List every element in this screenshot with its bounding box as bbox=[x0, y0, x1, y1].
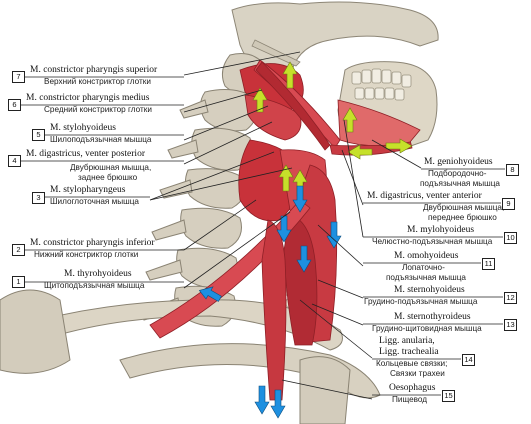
label-ru2-geniohyoideus: подъязычная мышца bbox=[420, 179, 500, 188]
label-latin-constrictor-inferior: M. constrictor pharyngis inferior bbox=[30, 238, 155, 248]
label-number-2: 2 bbox=[12, 244, 25, 256]
label-latin-constrictor-medius: M. constrictor pharyngis medius bbox=[26, 93, 150, 103]
label-number-6: 6 bbox=[8, 99, 21, 111]
teeth bbox=[351, 68, 412, 101]
label-number-5: 5 bbox=[32, 129, 45, 141]
downward-arrows bbox=[198, 185, 342, 419]
sternum bbox=[299, 356, 351, 424]
label-latin-oesophagus: Oesophagus bbox=[389, 383, 436, 393]
label-ru2-omohyoideus: подъязычная мышца bbox=[386, 273, 466, 282]
label-ru-constrictor-medius: Средний констриктор глотки bbox=[44, 105, 152, 114]
label-ru-omohyoideus: Лопаточно- bbox=[402, 263, 445, 272]
label-latin-ligg-trachealia: Ligg. trachealia bbox=[379, 347, 439, 357]
label-ru-mylohyoideus: Челюстно-подъязычная мышца bbox=[372, 237, 493, 246]
label-ru-sternohyoideus: Грудино-подъязычная мышца bbox=[364, 297, 478, 306]
label-ru-sternothyroideus: Грудино-щитовидная мышца bbox=[372, 324, 482, 333]
muscle-sternothyroid bbox=[283, 214, 318, 346]
label-ru2-digastric-posterior: заднее брюшко bbox=[78, 173, 138, 182]
label-ru2-ligg-trachealia: Связки трахеи bbox=[390, 369, 445, 378]
label-number-7: 7 bbox=[12, 71, 25, 83]
label-number-1: 1 bbox=[12, 276, 25, 288]
muscle-oesophagus bbox=[261, 219, 287, 401]
label-ru-stylopharyngeus: Шилоглоточная мышца bbox=[50, 197, 139, 206]
label-ru-thyrohyoideus: Щитоподъязычная мышца bbox=[44, 281, 145, 290]
label-ru-digastric-posterior: Двубрюшная мышца, bbox=[70, 163, 152, 172]
label-latin-mylohyoideus: M. mylohyoideus bbox=[407, 225, 475, 235]
label-number-9: 9 bbox=[502, 198, 515, 210]
label-number-12: 12 bbox=[504, 292, 517, 304]
label-latin-constrictor-superior: M. constrictor pharyngis superior bbox=[30, 65, 158, 75]
upward-arrows bbox=[252, 61, 413, 197]
label-latin-sternohyoideus: M. sternohyoideus bbox=[394, 285, 465, 295]
label-number-3: 3 bbox=[32, 192, 45, 204]
label-latin-omohyoideus: M. omohyoideus bbox=[394, 251, 459, 261]
label-ru-digastric-anterior: Двубрюшная мышца, bbox=[423, 203, 505, 212]
label-latin-stylohyoideus: M. stylohyoideus bbox=[50, 123, 116, 133]
label-latin-digastric-posterior: M. digastricus, venter posterior bbox=[26, 149, 145, 159]
label-ru-constrictor-superior: Верхний констриктор глотки bbox=[44, 77, 151, 86]
label-number-11: 11 bbox=[482, 258, 495, 270]
label-number-8: 8 bbox=[506, 164, 519, 176]
label-ru-ligg-anularia: Кольцевые связки; bbox=[376, 359, 448, 368]
label-ru-constrictor-inferior: Нижний констриктор глотки bbox=[34, 250, 139, 259]
label-number-4: 4 bbox=[8, 155, 21, 167]
label-number-13: 13 bbox=[504, 319, 517, 331]
leader-lines bbox=[149, 51, 422, 400]
label-latin-sternothyroideus: M. sternothyroideus bbox=[394, 312, 471, 322]
label-latin-thyrohyoideus: M. thyrohyoideus bbox=[64, 269, 132, 279]
label-number-14: 14 bbox=[462, 354, 475, 366]
muscle-mylohyoid bbox=[337, 99, 421, 146]
label-latin-digastric-anterior: M. digastricus, venter anterior bbox=[367, 191, 482, 201]
label-ru-oesophagus: Пищевод bbox=[392, 395, 428, 404]
label-ru2-digastric-anterior: переднее брюшко bbox=[428, 213, 497, 222]
label-ru-geniohyoideus: Подбородочно- bbox=[428, 169, 487, 178]
muscles bbox=[149, 59, 421, 401]
label-number-15: 15 bbox=[442, 390, 455, 402]
label-ru-stylohyoideus: Шилоподъязычная мышца bbox=[50, 135, 152, 144]
label-latin-geniohyoideus: M. geniohyoideus bbox=[424, 157, 493, 167]
muscle-stylohyoid bbox=[255, 61, 331, 151]
label-number-10: 10 bbox=[504, 232, 517, 244]
scapula bbox=[0, 289, 71, 374]
label-latin-stylopharyngeus: M. stylopharyngeus bbox=[50, 185, 126, 195]
label-latin-ligg-anularia: Ligg. anularia, bbox=[379, 336, 435, 346]
